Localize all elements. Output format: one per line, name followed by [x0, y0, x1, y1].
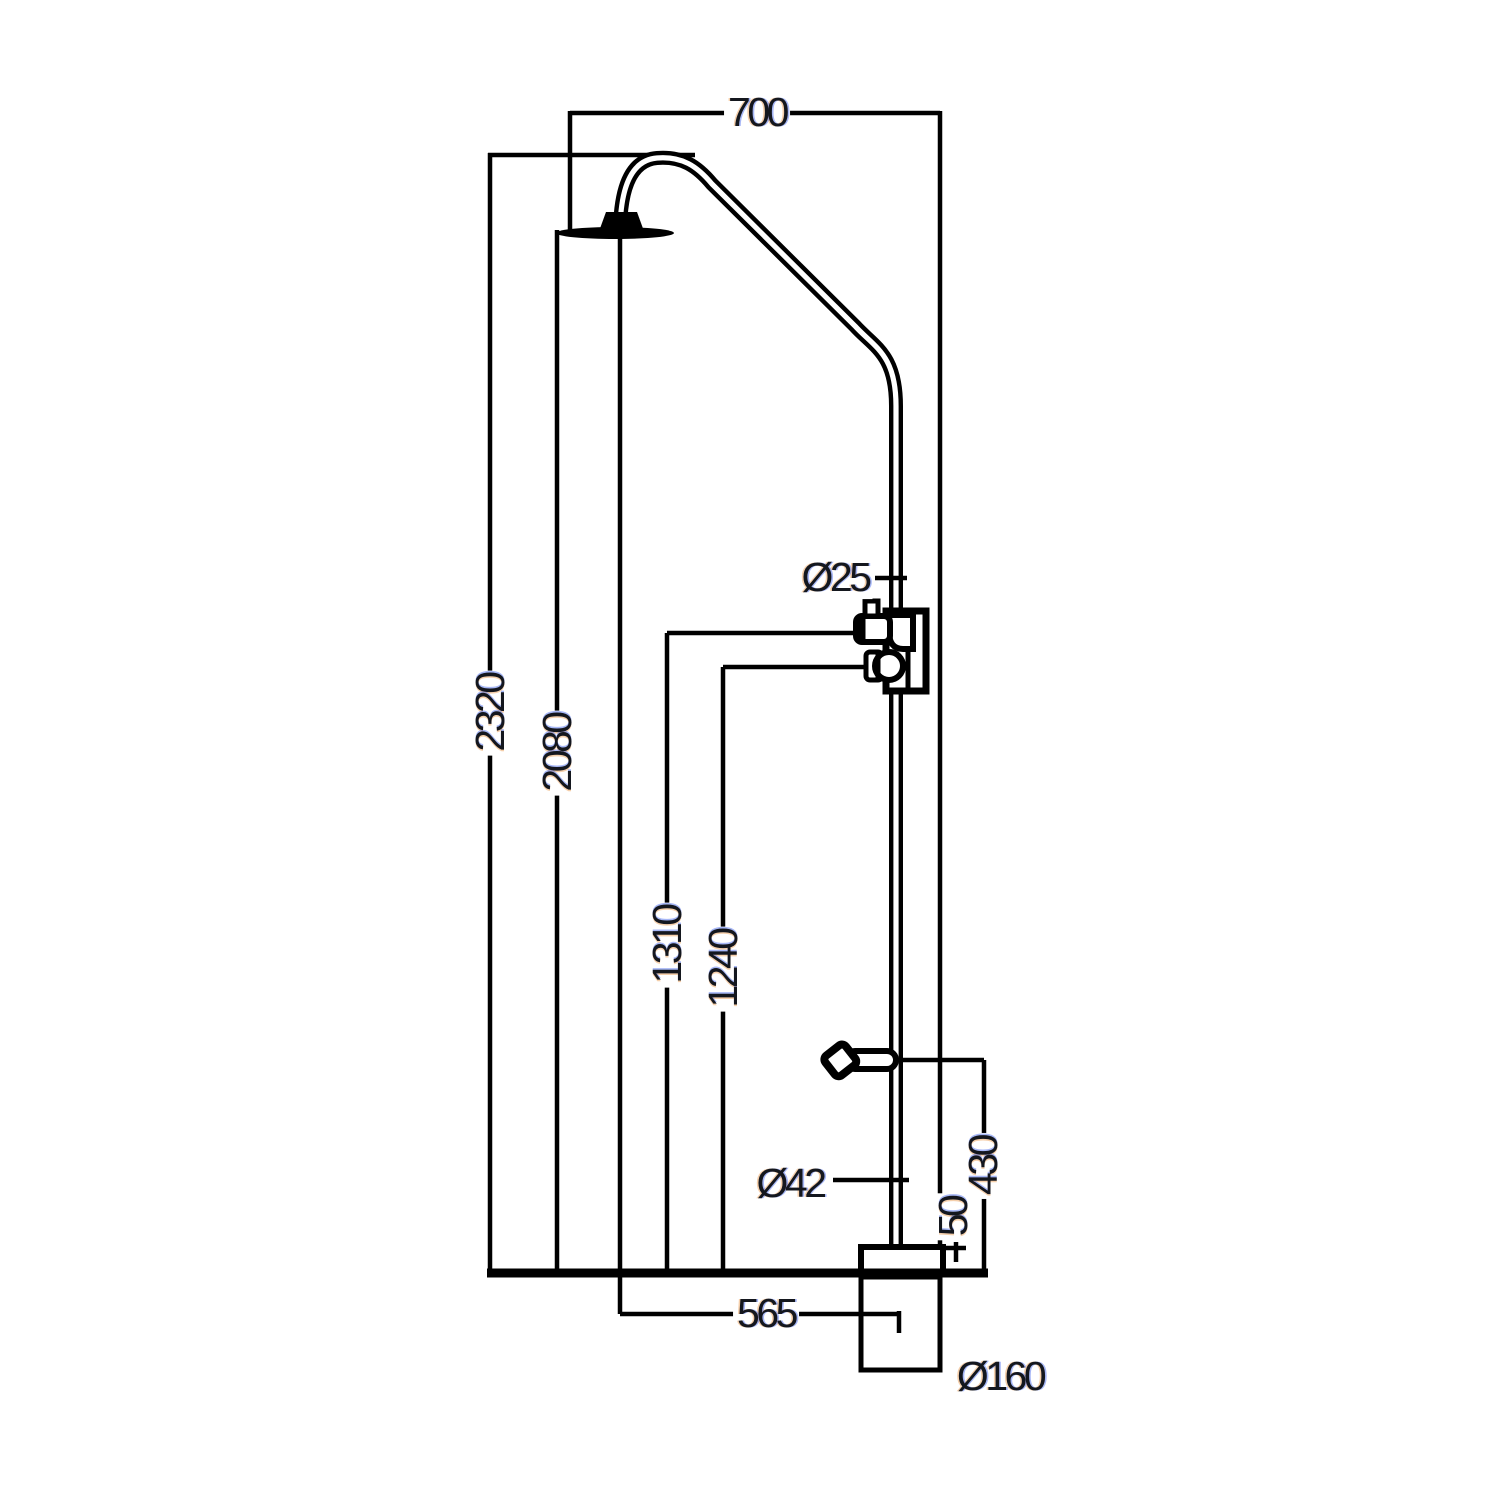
- mixer-valve: [853, 598, 930, 695]
- pipe-bore: [617, 155, 899, 1254]
- dim-700-label: 700: [724, 91, 790, 134]
- hand-shower: [820, 1040, 899, 1081]
- overhead-shower-head: [556, 212, 674, 239]
- dim-1240-label: 1240: [700, 926, 746, 1012]
- dim-1310-label: 1310: [644, 902, 690, 988]
- dia-160-label: Ø160: [952, 1355, 1048, 1398]
- dim-50-label: 50: [930, 1193, 976, 1241]
- dim-565-label: 565: [733, 1292, 799, 1335]
- dia-25-label: Ø25: [797, 556, 873, 599]
- diverter-knob: [872, 649, 906, 683]
- dim-430-label: 430: [960, 1133, 1006, 1199]
- dia-42-label: Ø42: [752, 1162, 828, 1205]
- shower-head-fitting: [598, 212, 645, 234]
- dim-2320-label: 2320: [467, 670, 513, 756]
- mixer-handle-tab: [862, 598, 881, 619]
- shower-pipe: [613, 150, 903, 1254]
- dim-2080-label: 2080: [534, 710, 580, 796]
- base-assembly: [858, 1244, 946, 1373]
- hand-shower-head: [820, 1040, 861, 1081]
